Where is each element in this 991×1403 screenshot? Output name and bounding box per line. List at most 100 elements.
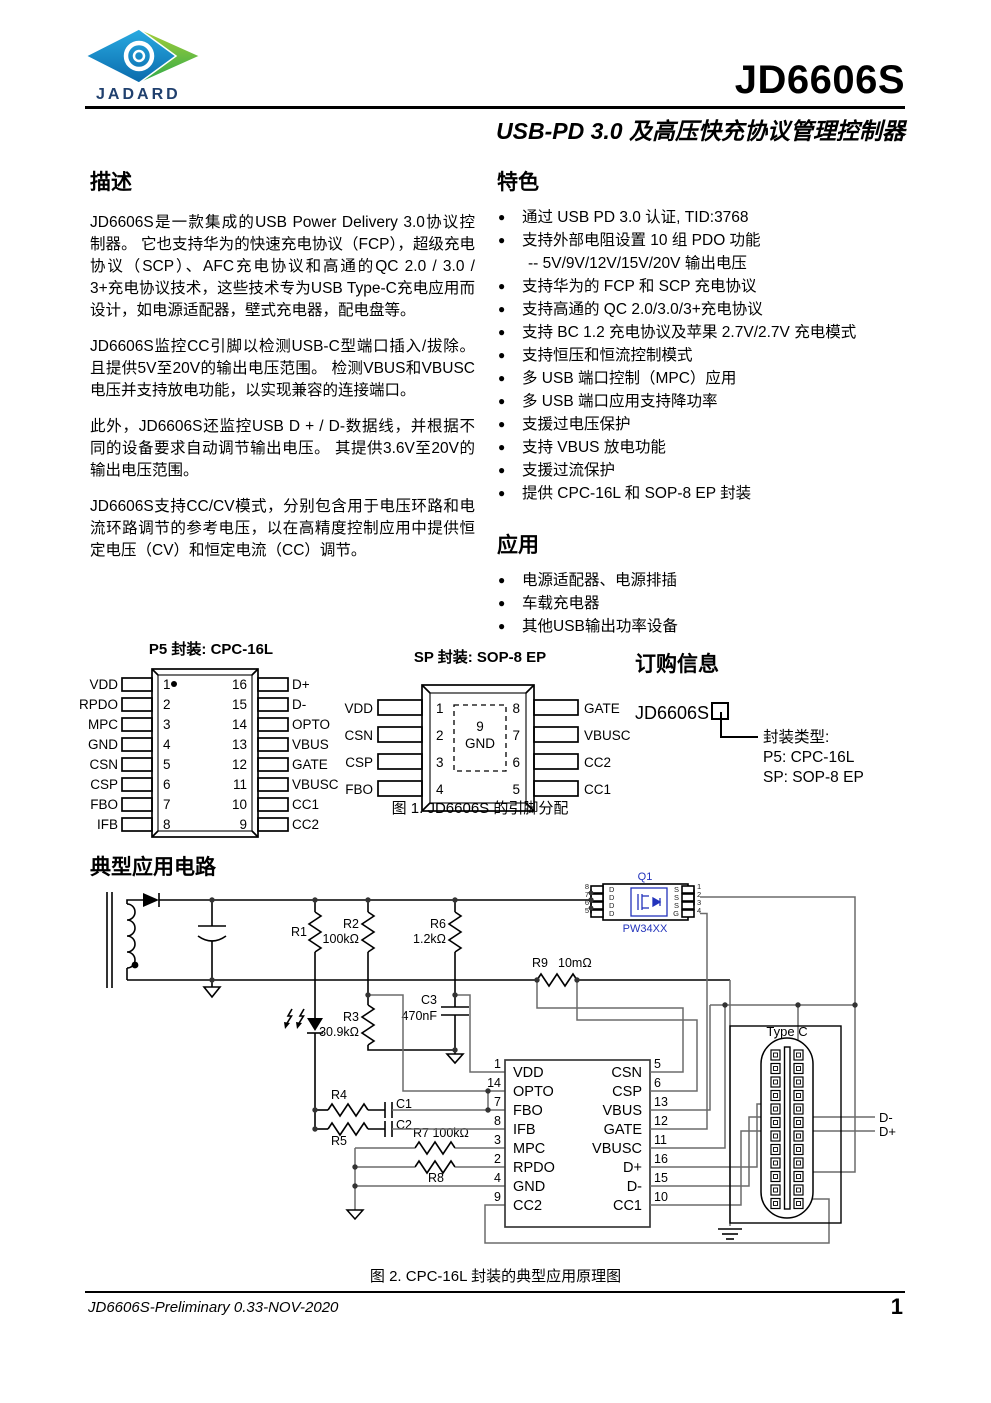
ordering-connector-v bbox=[720, 712, 722, 738]
features-list: 通过 USB PD 3.0 认证, TID:3768 支持外部电阻设置 10 组… bbox=[497, 206, 909, 505]
pin-number: 6 bbox=[163, 777, 171, 792]
pin-name: GATE bbox=[584, 701, 620, 716]
jadard-logo-icon bbox=[84, 28, 202, 84]
q1-pin-number: 4 bbox=[697, 906, 701, 915]
page-number: 1 bbox=[890, 1294, 903, 1319]
pin-number: 8 bbox=[512, 701, 520, 716]
feature-item: 支援过电压保护 bbox=[497, 413, 909, 436]
ic-left-pin-labels: 1 14 7 8 3 2 4 9 VDD OPTO FBO IFB MPC RP… bbox=[487, 1057, 555, 1214]
brand-name: JADARD bbox=[96, 86, 181, 103]
footer-doc-id: JD6606S-Preliminary 0.33-NOV-2020 bbox=[88, 1299, 339, 1316]
feature-item: 支持 BC 1.2 充电协议及苹果 2.7V/2.7V 充电模式 bbox=[497, 321, 909, 344]
ic-pin-name: VBUS bbox=[603, 1103, 643, 1119]
svg-text:S: S bbox=[674, 893, 679, 902]
ic-pin-name: FBO bbox=[513, 1103, 543, 1119]
r1-label: R1 bbox=[291, 925, 307, 939]
feature-subitem: -- 5V/9V/12V/15V/20V 输出电压 bbox=[528, 255, 747, 272]
r8-label: R8 bbox=[428, 1171, 444, 1185]
ic-pin-number: 3 bbox=[494, 1133, 501, 1147]
ic-pin-number: 15 bbox=[654, 1171, 668, 1185]
r5-label: R5 bbox=[331, 1134, 347, 1148]
ic-right-pin-labels: 5 6 13 12 11 16 15 10 CSN CSP VBUS GATE … bbox=[592, 1057, 668, 1214]
junction-dots bbox=[209, 890, 858, 1189]
resistor-r1 bbox=[307, 900, 323, 1018]
feature-item: 支持外部电阻设置 10 组 PDO 功能 bbox=[497, 229, 909, 252]
pin-number: 2 bbox=[163, 697, 171, 712]
resistor-r7 bbox=[414, 1140, 456, 1156]
application-schematic: R1 R2 100kΩ R3 30.9kΩ R6 1.2kΩ bbox=[106, 871, 896, 1244]
rectifier-diode bbox=[143, 893, 160, 907]
application-item: 其他USB输出功率设备 bbox=[497, 615, 909, 638]
r9-label: R9 bbox=[532, 956, 548, 970]
output-capacitor bbox=[197, 900, 227, 999]
d-plus-label: D+ bbox=[879, 1124, 896, 1139]
q1-pin-number: 6 bbox=[585, 898, 589, 907]
pin-name: CSP bbox=[90, 777, 118, 792]
feature-item: 多 USB 端口控制（MPC）应用 bbox=[497, 367, 909, 390]
c1-label: C1 bbox=[396, 1097, 412, 1111]
pin-number: 6 bbox=[512, 755, 520, 770]
svg-text:S: S bbox=[674, 885, 679, 894]
page-title: JD6606S bbox=[734, 58, 905, 102]
svg-text:D: D bbox=[609, 901, 615, 910]
pin-name: MPC bbox=[88, 717, 118, 732]
circuit-heading: 典型应用电路 bbox=[90, 856, 216, 879]
pin-number: 3 bbox=[163, 717, 171, 732]
figure2-caption: 图 2. CPC-16L 封装的典型应用原理图 bbox=[369, 1268, 622, 1285]
feature-item: 多 USB 端口应用支持降功率 bbox=[497, 390, 909, 413]
ic-pin-name: IFB bbox=[513, 1122, 536, 1138]
pin1-dot bbox=[171, 681, 177, 687]
pin-name: VBUS bbox=[292, 737, 329, 752]
feature-item: 支持华为的 FCP 和 SCP 充电协议 bbox=[497, 275, 909, 298]
ic-pin-number: 4 bbox=[494, 1171, 501, 1185]
q1-pin-number: 8 bbox=[585, 882, 589, 891]
pkg16-right-pins: 16 15 14 13 12 11 10 9 D+ D- OPTO VBUS G… bbox=[232, 677, 339, 832]
pin-number: 2 bbox=[436, 728, 444, 743]
ic-pin-number: 10 bbox=[654, 1190, 668, 1204]
footer-rule bbox=[85, 1291, 905, 1293]
svg-text:G: G bbox=[673, 909, 679, 918]
c3-label: C3 bbox=[421, 993, 437, 1007]
pin-number: 12 bbox=[232, 757, 247, 772]
pkg8-drawing: 9 GND 1 2 3 4 VDD CSN CSP FBO 8 7 6 bbox=[344, 684, 631, 812]
r4-label: R4 bbox=[331, 1088, 347, 1102]
ic-pin-number: 9 bbox=[494, 1190, 501, 1204]
ic-pin-name: CSN bbox=[611, 1065, 642, 1081]
ic-pin-name: MPC bbox=[513, 1141, 545, 1157]
pin-name: VDD bbox=[344, 701, 373, 716]
part-number: JD6606S bbox=[635, 703, 710, 723]
ic-pin-name: CC2 bbox=[513, 1198, 542, 1214]
package-type-label: 封装类型: bbox=[763, 729, 830, 746]
ic-pin-number: 12 bbox=[654, 1114, 668, 1128]
earth-ground-icon bbox=[718, 1228, 742, 1240]
q1-pin-number: 1 bbox=[697, 882, 701, 891]
pin-name: VDD bbox=[89, 677, 118, 692]
feature-item: 支持高通的 QC 2.0/3.0/3+充电协议 bbox=[497, 298, 909, 321]
ic-pin-number: 16 bbox=[654, 1152, 668, 1166]
pad-name: GND bbox=[465, 736, 495, 751]
description-section: 描述 JD6606S是一款集成的USB Power Delivery 3.0协议… bbox=[90, 166, 475, 576]
feature-item: 提供 CPC-16L 和 SOP-8 EP 封装 bbox=[497, 482, 909, 505]
ic-pin-name: D+ bbox=[623, 1160, 642, 1176]
figure1-caption: 图 1. JD6606S 的引脚分配 bbox=[391, 800, 569, 817]
q1-pin-number: 7 bbox=[585, 890, 589, 899]
pad-number: 9 bbox=[476, 719, 484, 734]
feature-item: 支持恒压和恒流控制模式 bbox=[497, 344, 909, 367]
applications-list: 电源适配器、电源排插 车载充电器 其他USB输出功率设备 bbox=[497, 569, 909, 638]
capacitor-c3 bbox=[441, 1006, 469, 1065]
r3-label: R3 bbox=[343, 1010, 359, 1024]
ic-pin-name: RPDO bbox=[513, 1160, 555, 1176]
logo bbox=[82, 26, 212, 91]
svg-text:S: S bbox=[674, 901, 679, 910]
resistor-r2 bbox=[360, 900, 376, 1005]
pkg8-title: SP 封装: SOP-8 EP bbox=[413, 649, 547, 666]
ic-pin-name: D- bbox=[627, 1179, 642, 1195]
ic-pin-number: 5 bbox=[654, 1057, 661, 1071]
pin-number: 7 bbox=[163, 797, 171, 812]
resistor-r3 bbox=[360, 1004, 455, 1051]
ic-pin-number: 7 bbox=[494, 1095, 501, 1109]
pin-name: CC1 bbox=[584, 782, 611, 797]
pin-number: 7 bbox=[512, 728, 520, 743]
pin-name: CSN bbox=[344, 728, 373, 743]
applications-heading: 应用 bbox=[497, 534, 539, 557]
